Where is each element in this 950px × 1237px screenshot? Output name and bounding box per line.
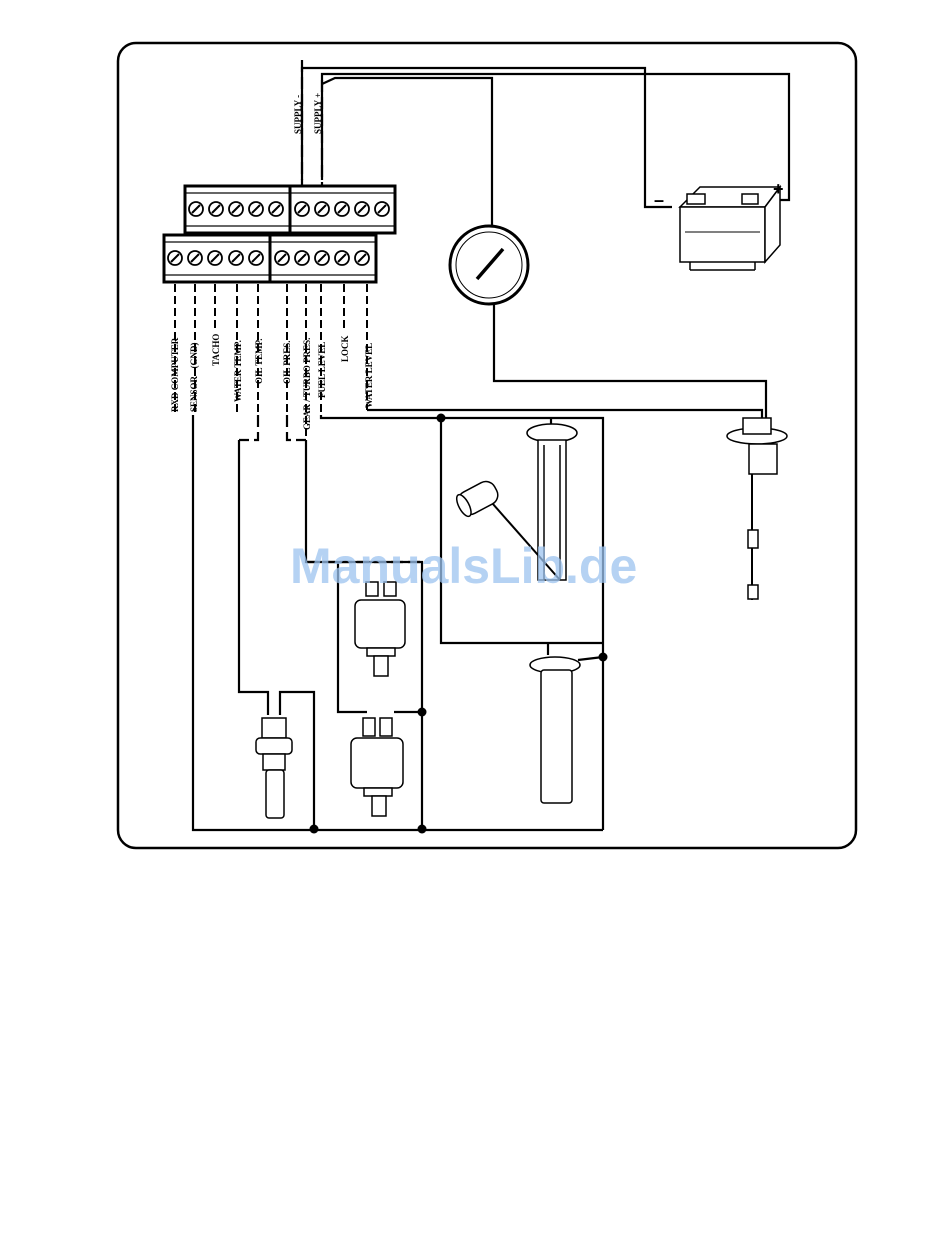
terminal-labels: RXD COMPUTER SENSOR - (GND) TACHO WATER …	[170, 334, 374, 430]
battery-minus-symbol: –	[654, 190, 664, 210]
gauge-icon	[450, 226, 528, 304]
label-oil-temp: OIL TEMP.	[254, 338, 264, 384]
label-fuel-level: FUEL LEVEL	[317, 342, 327, 398]
label-sensor-gnd: SENSOR - (GND)	[189, 342, 199, 412]
label-rxd-computer: RXD COMPUTER	[170, 337, 180, 412]
wire-supply-plus	[322, 74, 789, 200]
wire-gauge-water-level	[494, 305, 766, 420]
label-gear-turbo-pres: GEAR / TURBO PRES.	[302, 338, 312, 430]
battery-plus-symbol: +	[773, 179, 784, 199]
fuel-tube-sensor-icon	[530, 657, 580, 803]
watermark: ManualsLib.de	[290, 538, 637, 594]
battery-icon	[680, 187, 780, 270]
pressure-sensor-icon	[355, 582, 405, 676]
label-supply-plus: SUPPLY +	[313, 93, 323, 134]
label-supply-minus: SUPPLY -	[293, 95, 303, 134]
temperature-sensor-icon	[256, 718, 292, 818]
wire-water-temp	[239, 440, 268, 715]
water-level-sensor-icon	[727, 418, 787, 600]
terminal-blocks	[164, 186, 395, 282]
wire-oil-temp-dashed	[239, 415, 258, 440]
pressure-sensor-icon	[351, 718, 403, 816]
wires	[193, 68, 789, 830]
label-oil-pres: OIL PRES.	[282, 340, 292, 384]
label-water-temp: WATER TEMP.	[233, 340, 243, 402]
wire-fuel-loop	[441, 418, 603, 643]
diagram-frame	[118, 43, 856, 848]
label-lock: LOCK	[340, 335, 350, 362]
label-tacho: TACHO	[211, 334, 221, 366]
label-water-level: WATER LEVEL	[364, 343, 374, 408]
